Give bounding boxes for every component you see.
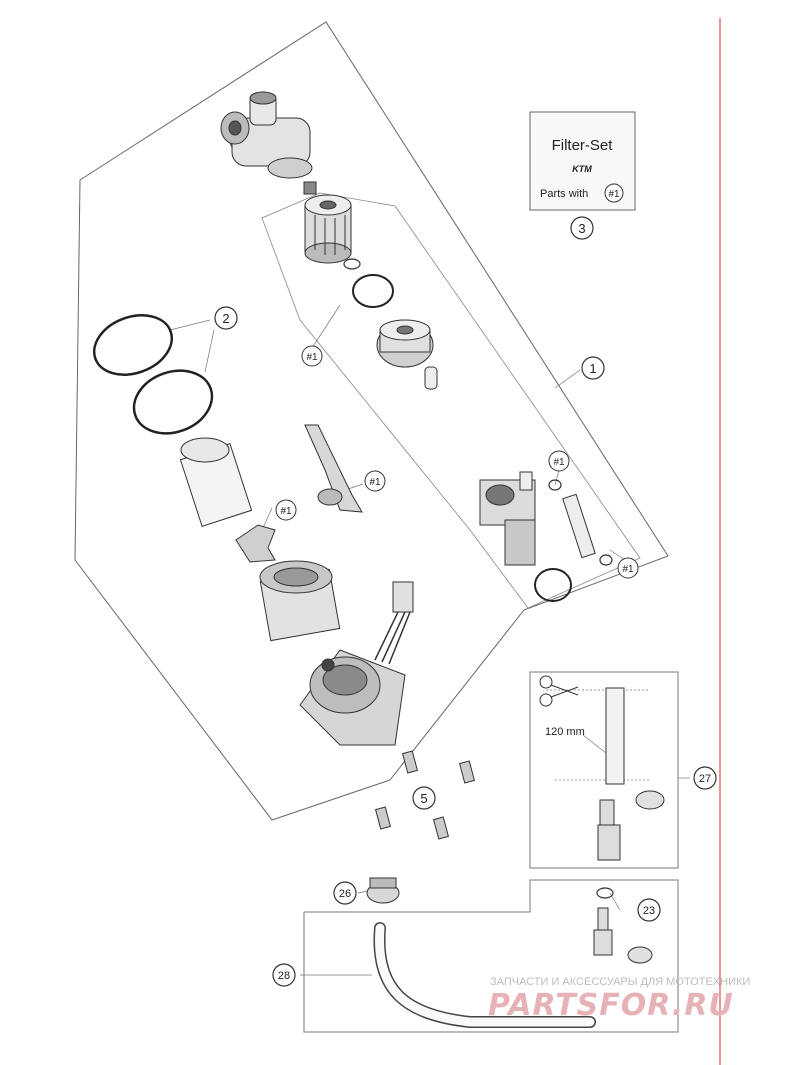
svg-text:#1: #1	[553, 457, 565, 468]
parts-with-text: Parts with	[540, 188, 588, 200]
callout-27: 27	[693, 766, 717, 790]
svg-text:#1: #1	[369, 477, 381, 488]
hose-clamp-28	[627, 946, 653, 964]
svg-text:26: 26	[339, 888, 351, 900]
oring-23	[596, 887, 614, 899]
filter-large-oring	[352, 274, 394, 308]
main-assembly-outline	[74, 21, 669, 821]
svg-text:#1: #1	[622, 564, 634, 575]
filter-element	[304, 194, 352, 264]
filter-ref-2: #1	[364, 470, 386, 492]
fuel-pump-unit	[479, 471, 536, 566]
filter-ref-5: #1	[617, 557, 639, 579]
svg-text:5: 5	[420, 791, 427, 806]
callout-1: 1	[581, 356, 605, 380]
electrical-connector	[374, 581, 414, 665]
svg-text:2: 2	[222, 311, 229, 326]
callout-3: 3	[570, 216, 594, 240]
connecting-pipe	[562, 493, 596, 559]
scissors-icon	[539, 675, 579, 707]
bracket-clip	[304, 424, 363, 513]
pump-sleeve	[179, 437, 253, 527]
box-27	[529, 671, 679, 869]
callout-5: 5	[412, 786, 436, 810]
callout-2: 2	[214, 306, 238, 330]
hose-clamp-26	[366, 877, 400, 904]
screw-3	[374, 806, 392, 830]
ktm-logo: KTM	[572, 164, 592, 174]
filter-set-title: Filter-Set	[552, 137, 614, 154]
hose-clamp-27	[635, 790, 665, 810]
screw-1	[401, 750, 419, 774]
svg-text:#1: #1	[280, 506, 292, 517]
callout-23: 23	[637, 898, 661, 922]
callout-28: 28	[272, 963, 296, 987]
large-oring-2	[132, 369, 214, 435]
watermark-logo: PARTSFOR.RU	[488, 988, 734, 1023]
pump-flange	[299, 649, 406, 746]
callout-26: 26	[333, 881, 357, 905]
small-valve	[303, 181, 317, 195]
filter-ref-3: #1	[275, 499, 297, 521]
pump-small-oring-1	[548, 479, 562, 491]
box-28	[303, 879, 679, 1033]
screw-4	[432, 816, 450, 840]
filter-ref-1: #1	[301, 345, 323, 367]
svg-text:3: 3	[578, 221, 585, 236]
pump-small-oring-2	[599, 554, 613, 566]
svg-text:27: 27	[699, 773, 711, 785]
hose-length-label: 120 mm	[545, 726, 585, 738]
svg-text:#1: #1	[0, 0, 2, 1]
quick-connector-28	[593, 907, 613, 956]
filter-set-box: Filter-Set KTM Parts with #1	[529, 111, 636, 211]
leader-lines	[169, 304, 690, 976]
large-oring-1	[92, 314, 174, 376]
pump-large-oring	[534, 568, 572, 602]
filter-subassembly-outline	[261, 192, 641, 609]
small-tube	[424, 366, 438, 390]
filter-ref-4: #1	[548, 450, 570, 472]
pump-body-cup	[259, 560, 341, 642]
pressure-regulator	[376, 319, 434, 368]
filter-set-ref: #1	[608, 189, 620, 200]
filter-small-oring	[343, 258, 361, 270]
watermark-caption: ЗАПЧАСТИ И АКСЕССУАРЫ ДЛЯ МОТОТЕХНИКИ	[490, 976, 750, 988]
svg-text:1: 1	[589, 361, 596, 376]
svg-text:23: 23	[643, 905, 655, 917]
hose-section	[605, 687, 625, 785]
svg-text:#1: #1	[306, 352, 318, 363]
quick-connector-27	[597, 799, 621, 861]
retaining-clip	[235, 524, 276, 563]
screw-2	[458, 760, 476, 784]
screws	[374, 750, 476, 840]
svg-text:28: 28	[278, 970, 290, 982]
pump-top-fitting	[220, 91, 313, 179]
